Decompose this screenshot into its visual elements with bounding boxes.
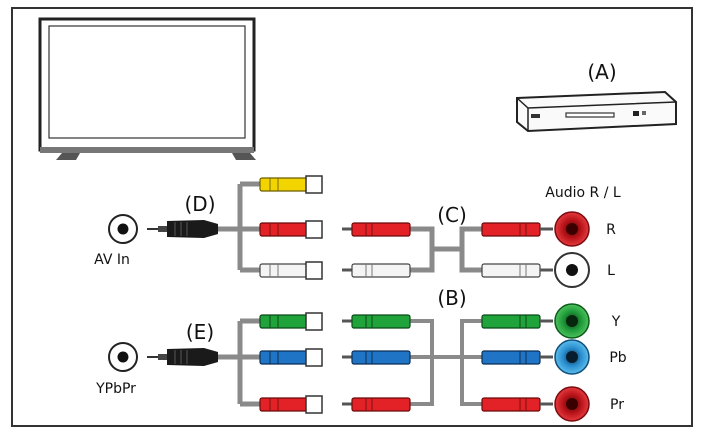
- blue-video-jack-icon: [554, 339, 590, 375]
- green-video-jack-icon: [554, 303, 590, 339]
- white-rca-plug-icon: [259, 261, 323, 280]
- yellow-rca-plug-icon: [259, 175, 323, 194]
- cable-b-green-right-plug-icon: [481, 314, 553, 329]
- cable-c-wires: [410, 226, 484, 273]
- cable-b-wires: [410, 319, 484, 406]
- cable-c-red-left-plug-icon: [342, 222, 411, 237]
- ypbpr-port-icon: [108, 342, 138, 372]
- diagram-frame: [11, 7, 693, 427]
- cable-b-red-left-plug-icon: [342, 397, 411, 412]
- tv-icon: [38, 17, 256, 160]
- jack-r-label: R: [606, 222, 616, 238]
- ypbpr-label: YPbPr: [95, 381, 136, 397]
- jack-pb-label: Pb: [609, 350, 626, 366]
- cable-d-wires: [218, 181, 262, 273]
- cable-c-red-right-plug-icon: [481, 222, 553, 237]
- cable-b-label: (B): [437, 286, 466, 310]
- cable-c-white-right-plug-icon: [481, 263, 553, 278]
- device-a-label: (A): [587, 60, 616, 84]
- jack-l-label: L: [607, 263, 615, 279]
- cable-c-label: (C): [437, 203, 467, 227]
- red-rca-plug-icon: [259, 220, 323, 239]
- cable-d-plug-icon: [147, 220, 218, 238]
- jack-y-label: Y: [611, 314, 621, 330]
- cable-d-label: (D): [184, 192, 215, 216]
- cable-e-label: (E): [186, 320, 214, 344]
- audio-header-label: Audio R / L: [545, 185, 621, 201]
- blue-rca-plug-icon: [259, 348, 323, 367]
- cable-e-plug-icon: [147, 348, 218, 366]
- av-in-label: AV In: [94, 252, 130, 268]
- cable-b-blue-right-plug-icon: [481, 350, 553, 365]
- jack-pr-label: Pr: [610, 397, 624, 413]
- green-rca-plug-icon: [259, 312, 323, 331]
- red-audio-jack-icon: [554, 211, 590, 247]
- red-video-jack-icon: [554, 386, 590, 422]
- av-in-port-icon: [108, 214, 138, 244]
- cable-b-blue-left-plug-icon: [342, 350, 411, 365]
- cable-b-green-left-plug-icon: [342, 314, 411, 329]
- cable-b-red-right-plug-icon: [481, 397, 553, 412]
- white-audio-jack-icon: [554, 252, 590, 288]
- red-rca-plug-icon: [259, 395, 323, 414]
- cable-c-white-left-plug-icon: [342, 263, 411, 278]
- set-top-box-icon: [516, 90, 677, 133]
- cable-e-wires: [218, 318, 262, 407]
